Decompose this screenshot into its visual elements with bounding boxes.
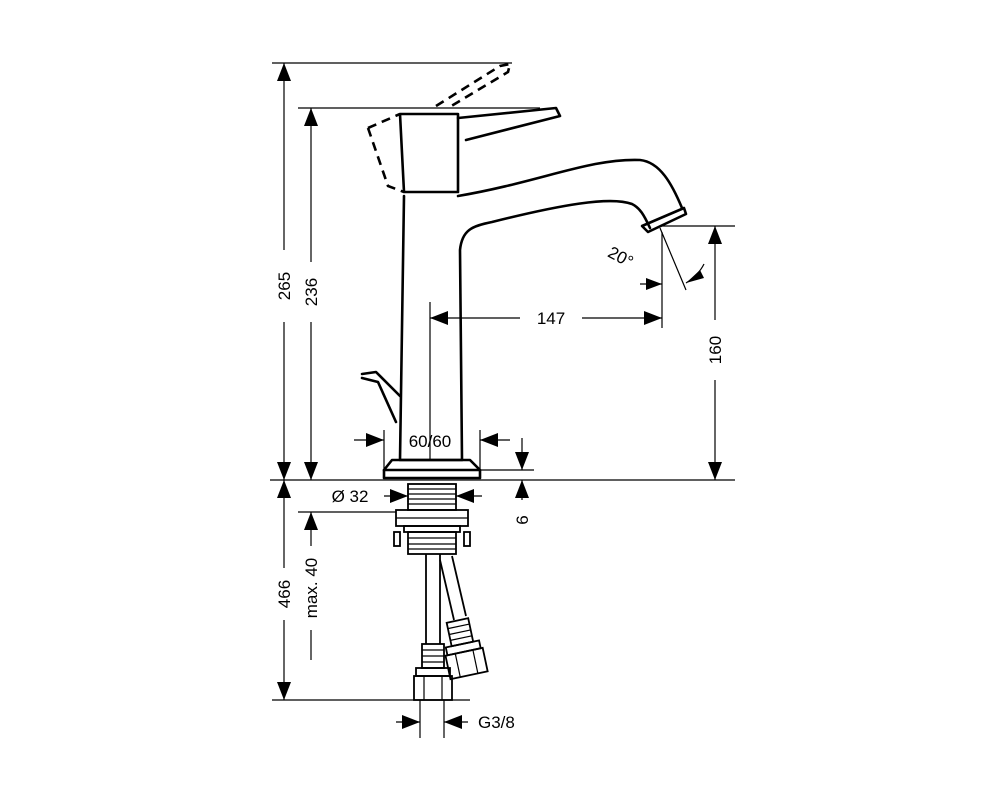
dim-diameter-32 xyxy=(384,489,482,503)
label-diameter-32: Ø 32 xyxy=(332,487,369,506)
dim-236 xyxy=(304,108,318,480)
label-466: 466 xyxy=(275,580,294,608)
mounting-shank xyxy=(393,483,471,555)
dim-466 xyxy=(277,480,291,700)
label-g3-8: G3/8 xyxy=(478,713,515,732)
dim-160 xyxy=(708,226,722,480)
faucet-outline xyxy=(360,62,688,480)
label-60-60: 60/60 xyxy=(409,432,452,451)
dim-147 xyxy=(430,311,662,325)
label-147: 147 xyxy=(537,309,565,328)
label-20-degree: 20° xyxy=(605,243,637,272)
label-6: 6 xyxy=(513,515,532,524)
dim-g3-8 xyxy=(396,715,468,729)
label-236: 236 xyxy=(302,278,321,306)
dim-6 xyxy=(515,438,529,500)
dim-20-degree xyxy=(640,227,705,291)
dim-265 xyxy=(277,63,291,480)
dim-60-60 xyxy=(354,433,510,447)
extension-lines xyxy=(270,62,735,738)
dim-max-40 xyxy=(304,512,318,660)
label-160: 160 xyxy=(706,336,725,364)
label-265: 265 xyxy=(275,272,294,300)
supply-hoses xyxy=(413,554,489,701)
label-max-40: max. 40 xyxy=(302,558,321,618)
